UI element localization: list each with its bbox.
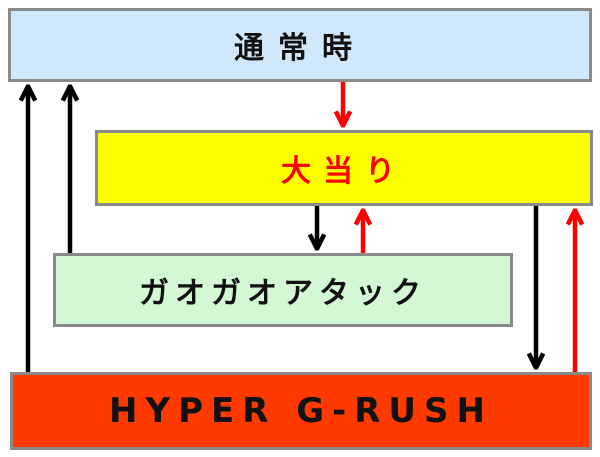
state-normal-box: 通常時 — [8, 8, 592, 82]
state-hyper-g-rush-label: HYPER G-RUSH — [109, 391, 493, 431]
state-normal-label: 通常時 — [234, 31, 366, 66]
state-gaogao-attack-box: ガオガオアタック — [53, 253, 513, 327]
state-jackpot-box: 大当り — [95, 130, 593, 206]
state-gaogao-attack-label: ガオガオアタック — [139, 276, 427, 311]
state-jackpot-label: 大当り — [281, 154, 407, 189]
state-hyper-g-rush-box: HYPER G-RUSH — [10, 372, 592, 450]
